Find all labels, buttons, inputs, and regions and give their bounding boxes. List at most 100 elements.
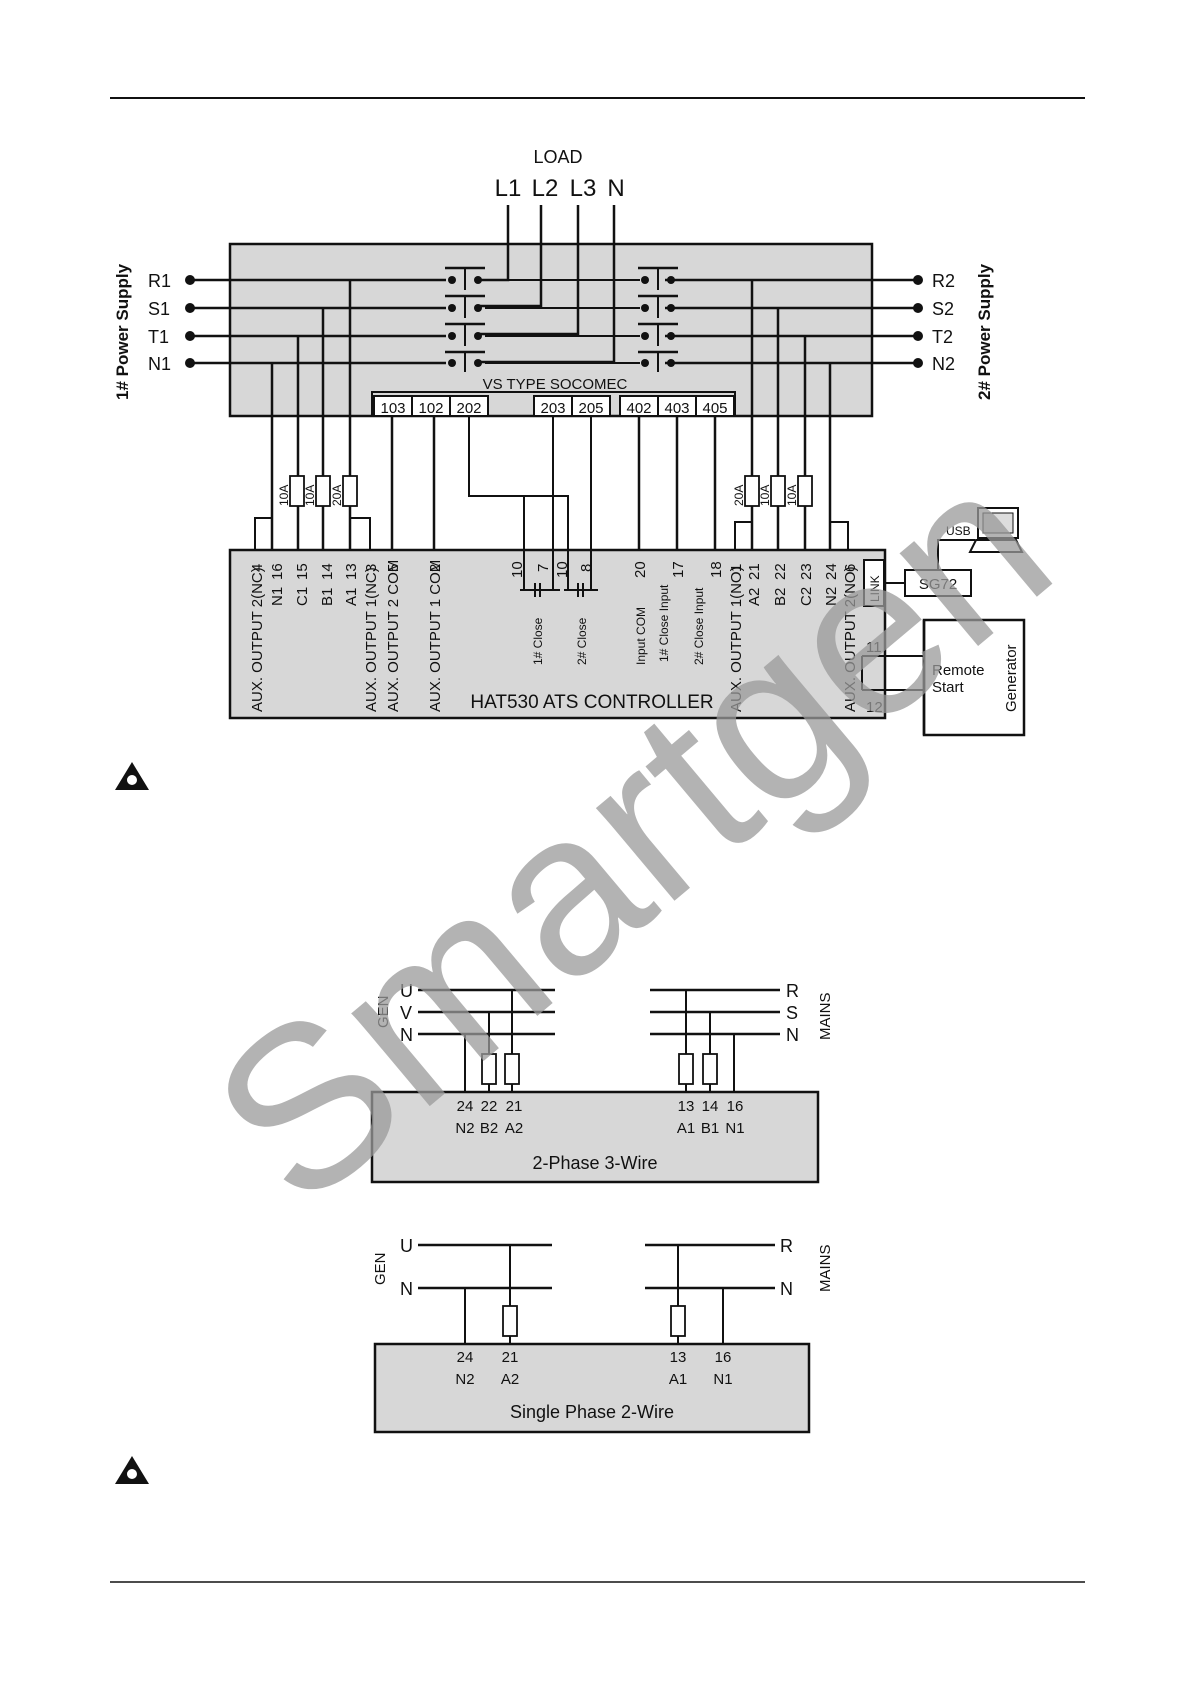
label-b1: B1 (319, 588, 336, 606)
line-r1: R1 (148, 271, 171, 291)
terminal-15: 15 (294, 563, 311, 580)
line-t2: T2 (932, 327, 953, 347)
supply1-lines (185, 275, 446, 368)
fuses-left (289, 475, 358, 507)
switch-terminal-boxes (373, 395, 735, 417)
terminal-8: 8 (578, 564, 595, 572)
fuse-left-2: 10A (303, 485, 317, 506)
switch-terminal-203: 203 (540, 400, 565, 417)
fuse-left-1: 10A (277, 485, 291, 506)
tp-left-name-a2: A2 (505, 1120, 523, 1137)
line-t1: T1 (148, 327, 169, 347)
terminal-24: 24 (823, 563, 840, 580)
tp-title: 2-Phase 3-Wire (532, 1153, 657, 1173)
sp-gen-n: N (400, 1279, 413, 1299)
label-a2: A2 (746, 588, 763, 606)
sp-title: Single Phase 2-Wire (510, 1402, 674, 1422)
line-s2: S2 (932, 299, 954, 319)
load-phase-n: N (607, 175, 624, 202)
terminal-17: 17 (670, 561, 687, 578)
label-b2: B2 (772, 588, 789, 606)
tp-mains-label: MAINS (817, 992, 834, 1040)
sp-left-name-n2: N2 (455, 1371, 474, 1388)
sp-gen-u: U (400, 1236, 413, 1256)
terminal-12: 12 (866, 699, 883, 716)
tp-gen-u: U (400, 981, 413, 1001)
switch-terminal-403: 403 (664, 400, 689, 417)
link-label: LINK (868, 575, 882, 602)
switch-terminal-402: 402 (626, 400, 651, 417)
supply1-sense-wires (254, 280, 436, 550)
label-close1-input: 1# Close Input (657, 584, 671, 662)
line-n2: N2 (932, 354, 955, 374)
tp-mains-r: R (786, 981, 799, 1001)
sp-controller-box (373, 1342, 811, 1434)
terminal-7: 7 (535, 564, 552, 572)
two-phase-diagram: GEN MAINS U V N R S N 24 22 21 (370, 981, 834, 1184)
terminal-21: 21 (746, 563, 763, 580)
load-wire-l2 (480, 205, 543, 308)
line-r2: R2 (932, 271, 955, 291)
switch-type-label: VS TYPE SOCOMEC (483, 376, 628, 393)
generator-box (922, 618, 1026, 737)
supply2-label: 2# Power Supply (975, 263, 994, 400)
sp-mains-n: N (780, 1279, 793, 1299)
terminal-18: 18 (708, 561, 725, 578)
caution-icon (115, 1456, 149, 1484)
terminal-2: 2 (427, 564, 444, 572)
line-s1: S1 (148, 299, 170, 319)
sp-left-num-24: 24 (457, 1349, 474, 1366)
label-aux1-nc: AUX. OUTPUT 1(NC) (363, 567, 380, 712)
single-phase-diagram: GEN MAINS U N R N 24 21 N2 A2 13 16 A1 N… (372, 1236, 834, 1434)
terminal-14: 14 (319, 563, 336, 580)
sg72-label: SG72 (919, 576, 957, 593)
tp-right-name-n1: N1 (725, 1120, 744, 1137)
usb-label: USB (946, 524, 971, 538)
tp-gen-label: GEN (375, 995, 392, 1028)
caution-icon (115, 762, 149, 790)
load-label: LOAD (533, 147, 582, 167)
terminal-23: 23 (798, 563, 815, 580)
fuse-right-3: 10A (785, 485, 799, 506)
remote-label: Remote (932, 662, 985, 679)
load-wire-l3 (480, 205, 580, 336)
sp-right-name-a1: A1 (669, 1371, 687, 1388)
label-aux2-nc: AUX. OUTPUT 2(NC) (249, 567, 266, 712)
supply2-lines (665, 275, 923, 368)
fuse-right-1: 20A (732, 485, 746, 506)
laptop-icon (968, 507, 1024, 553)
switch-terminal-103: 103 (380, 400, 405, 417)
tp-left-num-21: 21 (506, 1098, 523, 1115)
label-aux2-com: AUX. OUTPUT 2 COM (385, 560, 402, 712)
label-n2: N2 (823, 587, 840, 606)
sp-right-name-n1: N1 (713, 1371, 732, 1388)
tp-bus-lines (418, 988, 780, 1092)
terminal-11: 11 (866, 639, 882, 656)
tp-right-name-a1: A1 (677, 1120, 695, 1137)
tp-gen-v: V (400, 1003, 412, 1023)
label-c1: C1 (294, 587, 311, 606)
controller-labels: AUX. OUTPUT 2(NC) N1 C1 B1 A1 AUX. OUTPU… (249, 560, 859, 712)
terminal-13: 13 (343, 563, 360, 580)
fuses-right (744, 475, 813, 507)
terminal-4: 4 (249, 564, 266, 572)
label-n1: N1 (269, 587, 286, 606)
ats-wiring-diagram: LOAD L1 L2 L3 N R1 S1 T1 N1 1# Power Sup… (113, 147, 1026, 737)
sp-left-num-21: 21 (502, 1349, 519, 1366)
load-phase-l3: L3 (570, 175, 597, 202)
line-n1: N1 (148, 354, 171, 374)
tp-right-name-b1: B1 (701, 1120, 719, 1137)
tp-right-num-14: 14 (702, 1098, 719, 1115)
sp-bus-lines (418, 1243, 775, 1344)
tp-gen-n: N (400, 1025, 413, 1045)
terminal-3: 3 (363, 564, 380, 572)
switch-terminal-405: 405 (702, 400, 727, 417)
tp-right-num-13: 13 (678, 1098, 695, 1115)
tp-controller-box (370, 1090, 820, 1184)
fuse-left-3: 20A (330, 485, 344, 506)
tp-left-name-b2: B2 (480, 1120, 498, 1137)
terminal-5: 5 (385, 564, 402, 572)
terminal-10b: 10 (554, 561, 571, 578)
switch-terminal-202: 202 (456, 400, 481, 417)
supply1-label: 1# Power Supply (113, 263, 132, 400)
